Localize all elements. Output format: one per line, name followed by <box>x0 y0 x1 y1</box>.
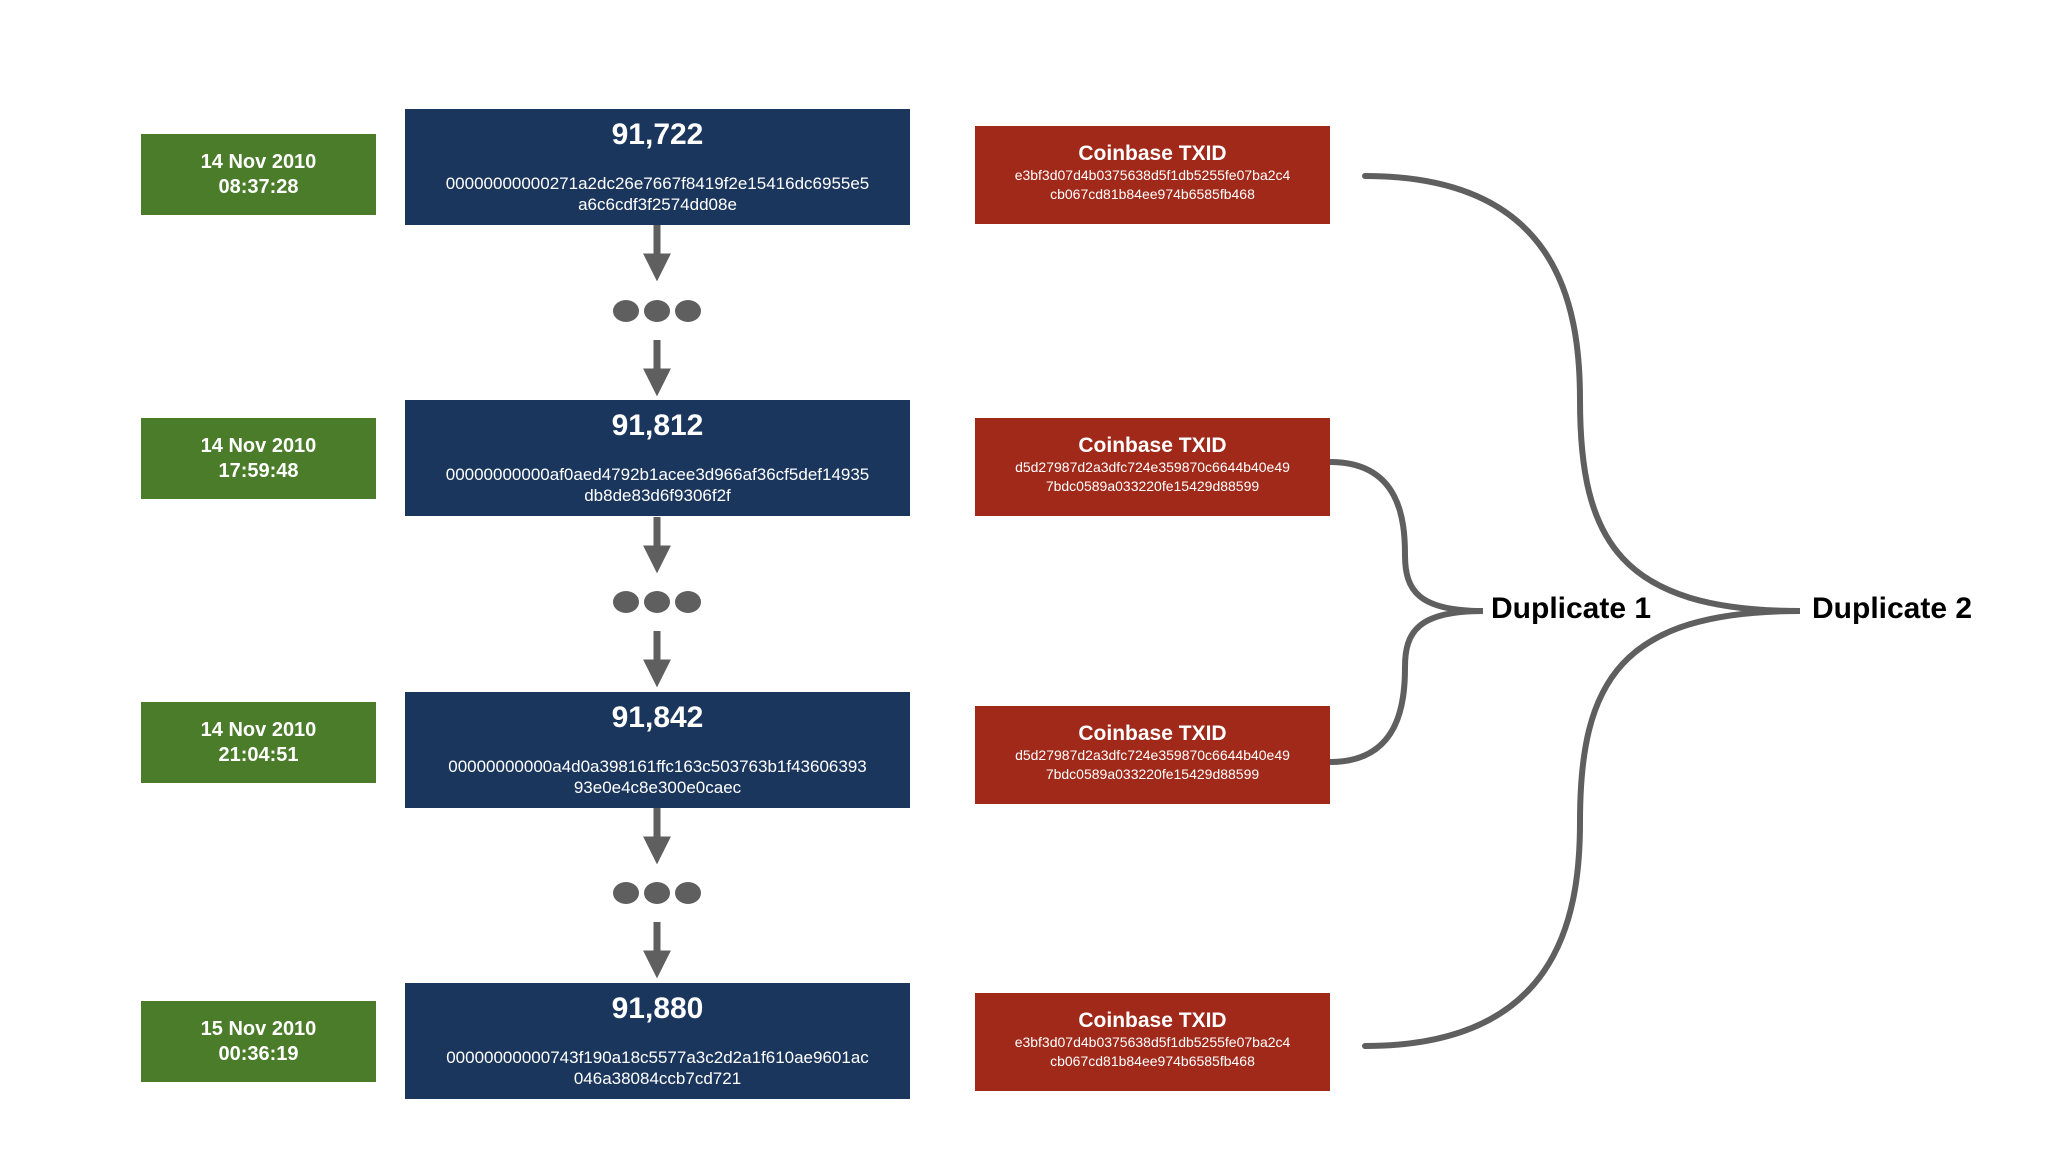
timestamp-date: 14 Nov 2010 <box>200 718 317 741</box>
block-height: 91,842 <box>611 701 704 734</box>
coinbase-txid-box: Coinbase TXID d5d27987d2a3dfc724e359870c… <box>975 418 1330 516</box>
block-hash: 00000000000271a2dc26e7667f8419f2e15416dc… <box>405 173 910 215</box>
coinbase-txid-title: Coinbase TXID <box>1078 142 1227 165</box>
timestamp-box: 14 Nov 2010 08:37:28 <box>141 134 376 215</box>
coinbase-txid-line: e3bf3d07d4b0375638d5f1db5255fe07ba2c4 <box>1014 1034 1291 1050</box>
coinbase-txid-line: d5d27987d2a3dfc724e359870c6644b40e49 <box>1015 747 1290 763</box>
timestamp-time: 00:36:19 <box>218 1042 299 1065</box>
timestamp-date: 14 Nov 2010 <box>200 434 317 457</box>
block-height: 91,812 <box>611 409 704 442</box>
coinbase-txid-line: e3bf3d07d4b0375638d5f1db5255fe07ba2c4 <box>1014 167 1291 183</box>
duplicate-2-label: Duplicate 2 <box>1812 592 1973 625</box>
block-hash-line: 00000000000743f190a18c5577a3c2d2a1f610ae… <box>446 1048 869 1067</box>
coinbase-txid-line: d5d27987d2a3dfc724e359870c6644b40e49 <box>1015 459 1290 475</box>
duplicate-1-brace <box>1327 459 1484 765</box>
duplicate-1-label: Duplicate 1 <box>1491 592 1652 625</box>
block-box: 91,880 00000000000743f190a18c5577a3c2d2a… <box>405 983 910 1099</box>
block-hash: 00000000000a4d0a398161ffc163c503763b1f43… <box>405 756 910 798</box>
block-height: 91,880 <box>611 992 704 1025</box>
ellipsis-icon <box>613 300 701 322</box>
coinbase-txid-box: Coinbase TXID d5d27987d2a3dfc724e359870c… <box>975 706 1330 804</box>
ellipsis-icon <box>613 882 701 904</box>
coinbase-txid-line: 7bdc0589a033220fe15429d88599 <box>1045 766 1260 782</box>
timestamp-box: 15 Nov 2010 00:36:19 <box>141 1001 376 1082</box>
block-hash-line: db8de83d6f9306f2f <box>584 486 731 505</box>
block-hash-line: 93e0e4c8e300e0caec <box>573 778 742 797</box>
block-hash-line: a6c6cdf3f2574dd08e <box>578 195 737 214</box>
block-hash-line: 00000000000a4d0a398161ffc163c503763b1f43… <box>448 757 867 776</box>
block-hash-line: 00000000000271a2dc26e7667f8419f2e15416dc… <box>445 174 870 193</box>
block-height: 91,722 <box>611 118 704 151</box>
timestamp-time: 21:04:51 <box>218 743 299 766</box>
timestamp-box: 14 Nov 2010 17:59:48 <box>141 418 376 499</box>
timestamp-time: 08:37:28 <box>218 175 299 198</box>
coinbase-txid-title: Coinbase TXID <box>1078 1009 1227 1032</box>
coinbase-txid-line: 7bdc0589a033220fe15429d88599 <box>1045 478 1260 494</box>
timestamp-date: 15 Nov 2010 <box>200 1017 317 1040</box>
block-hash: 00000000000af0aed4792b1acee3d966af36cf5d… <box>405 464 910 506</box>
coinbase-txid-title: Coinbase TXID <box>1078 722 1227 745</box>
block-hash-line: 00000000000af0aed4792b1acee3d966af36cf5d… <box>445 465 870 484</box>
block-hash-line: 046a38084ccb7cd721 <box>573 1069 742 1088</box>
coinbase-txid-line: cb067cd81b84ee974b6585fb468 <box>1050 1053 1255 1069</box>
coinbase-txid-box: Coinbase TXID e3bf3d07d4b0375638d5f1db52… <box>975 993 1330 1091</box>
timestamp-date: 14 Nov 2010 <box>200 150 317 173</box>
coinbase-txid-title: Coinbase TXID <box>1078 434 1227 457</box>
block-box: 91,722 00000000000271a2dc26e7667f8419f2e… <box>405 109 910 225</box>
block-box: 91,842 00000000000a4d0a398161ffc163c5037… <box>405 692 910 808</box>
timestamp-box: 14 Nov 2010 21:04:51 <box>141 702 376 783</box>
ellipsis-icon <box>613 591 701 613</box>
block-box: 91,812 00000000000af0aed4792b1acee3d966a… <box>405 400 910 516</box>
coinbase-txid-box: Coinbase TXID e3bf3d07d4b0375638d5f1db52… <box>975 126 1330 224</box>
block-hash: 00000000000743f190a18c5577a3c2d2a1f610ae… <box>405 1047 910 1089</box>
timestamp-time: 17:59:48 <box>218 459 299 482</box>
coinbase-txid-line: cb067cd81b84ee974b6585fb468 <box>1050 186 1255 202</box>
